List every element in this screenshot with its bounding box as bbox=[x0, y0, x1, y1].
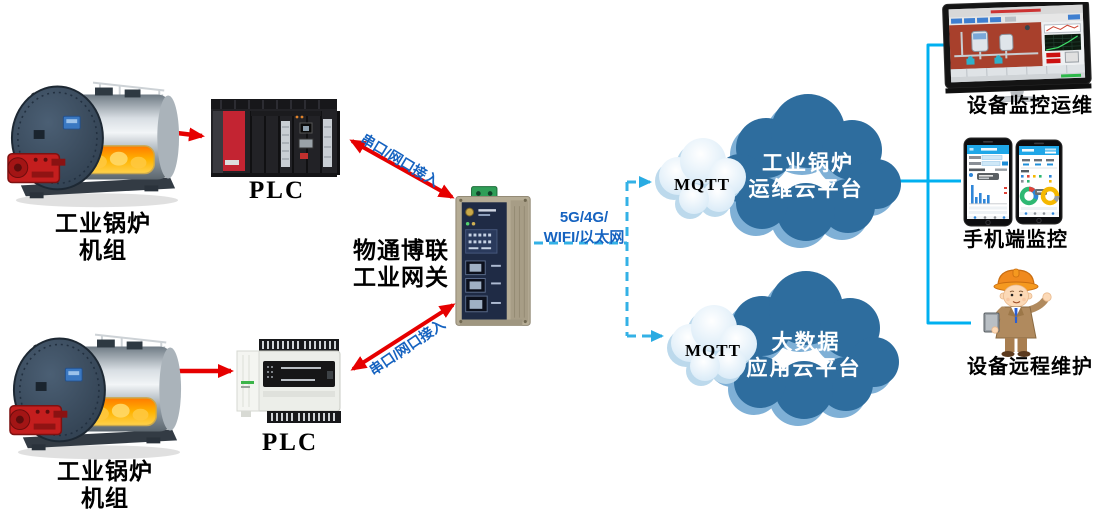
cloud-platform-top: 工业锅炉 运维云平台 bbox=[710, 94, 901, 248]
remote-caption: 设备远程维护 bbox=[967, 356, 1093, 378]
gateway-caption-line1: 物通博联 bbox=[353, 237, 449, 263]
cloud-top-title-line2: 运维云平台 bbox=[749, 177, 864, 201]
boiler-bottom-caption-line1: 工业锅炉 bbox=[57, 458, 153, 484]
mqtt-label-bottom: MQTT bbox=[685, 341, 741, 360]
monitor-caption: 设备监控运维 bbox=[967, 95, 1093, 117]
gateway-caption: 物通博联 工业网关 bbox=[340, 237, 462, 291]
uplink-label-line1: 5G/4G/ bbox=[559, 209, 609, 226]
bracket-line bbox=[926, 43, 971, 325]
mobile-phone-illustration-1 bbox=[963, 137, 1013, 227]
gateway-caption-line2: 工业网关 bbox=[353, 264, 449, 291]
boiler-top-caption: 工业锅炉 机组 bbox=[28, 210, 178, 264]
mqtt-cloud-bottom: MQTT bbox=[667, 305, 757, 386]
plc-bottom-caption: PLC bbox=[262, 429, 318, 456]
mqtt-label-top: MQTT bbox=[674, 175, 730, 194]
plc-compact-illustration bbox=[236, 339, 341, 423]
mobile-caption: 手机端监控 bbox=[963, 229, 1068, 251]
plc-rack-illustration bbox=[211, 99, 340, 177]
maintenance-worker-illustration bbox=[983, 268, 1052, 357]
industrial-boiler-illustration-bottom bbox=[8, 312, 186, 462]
scada-monitor-illustration bbox=[942, 2, 1092, 102]
client-bracket-lines bbox=[893, 43, 971, 325]
uplink-label: 5G/4G/ WIFI/以太网 bbox=[534, 208, 634, 247]
uplink-dashed-lines bbox=[534, 176, 664, 342]
arrow-plc-top-to-gateway bbox=[349, 139, 455, 199]
cloud-bottom-title-line2: 应用云平台 bbox=[747, 356, 862, 380]
arrow-plc-bottom-to-gateway bbox=[350, 303, 456, 371]
boiler-bottom-caption: 工业锅炉 机组 bbox=[30, 458, 180, 509]
boiler-top-caption-line2: 机组 bbox=[79, 237, 127, 264]
boiler-top-caption-line1: 工业锅炉 bbox=[55, 210, 151, 236]
industrial-boiler-illustration-top bbox=[6, 60, 184, 210]
plc-top-caption: PLC bbox=[249, 177, 305, 204]
cloud-top-title-line1: 工业锅炉 bbox=[762, 151, 854, 175]
mobile-phone-illustration-2 bbox=[1015, 139, 1063, 225]
boiler-bottom-caption-line2: 机组 bbox=[81, 485, 129, 509]
cloud-bottom-title-line1: 大数据 bbox=[772, 331, 841, 354]
uplink-label-line2: WIFI/以太网 bbox=[543, 228, 625, 246]
iot-gateway-illustration bbox=[455, 186, 531, 326]
mqtt-cloud-top: MQTT bbox=[655, 138, 746, 219]
